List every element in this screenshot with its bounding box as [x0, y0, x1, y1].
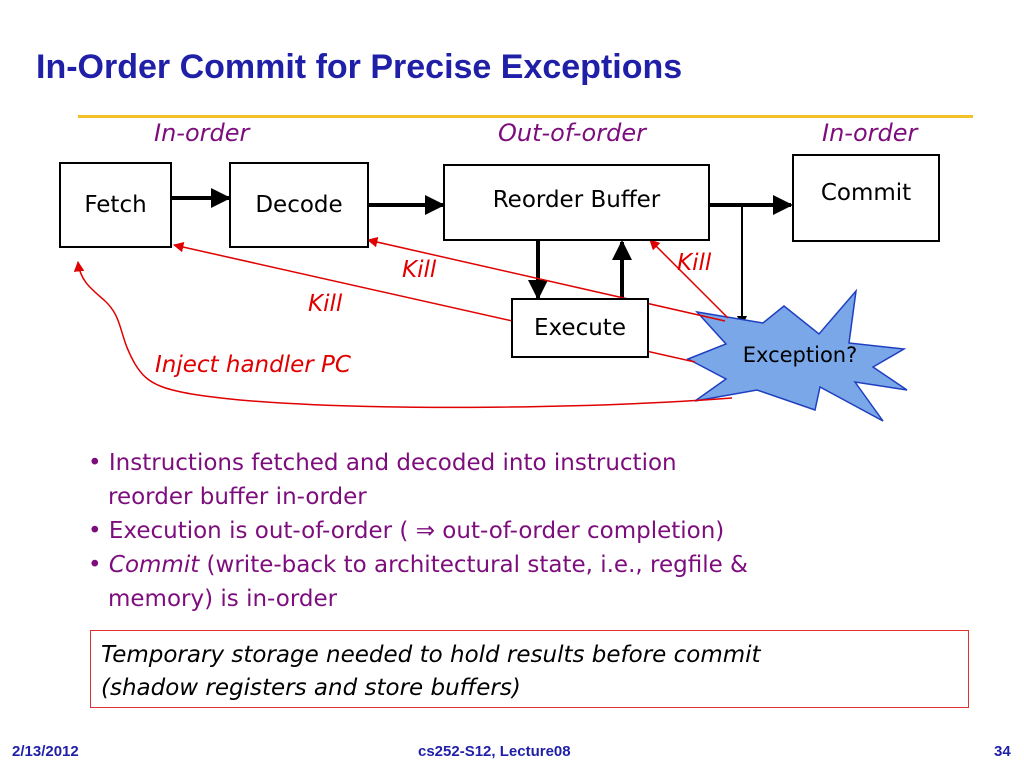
- reorder-buffer-box: Reorder Buffer: [443, 164, 710, 241]
- bullet-item: • Commit (write-back to architectural st…: [88, 548, 748, 616]
- bullet-text-continued: memory) is in-order: [108, 586, 338, 612]
- phase-label-in-order-right: In-order: [822, 119, 918, 147]
- bullet-text: Instructions fetched and decoded into in…: [108, 450, 677, 476]
- note-line: (shadow registers and store buffers): [101, 675, 521, 701]
- bullet-list: • Instructions fetched and decoded into …: [88, 446, 748, 616]
- commit-stage-box: Commit: [792, 154, 940, 242]
- kill-label-decode: Kill: [402, 257, 437, 283]
- bullet-text: Execution is out-of-order (: [108, 518, 416, 544]
- phase-label-out-of-order: Out-of-order: [498, 119, 646, 147]
- bullet-marker: •: [88, 450, 102, 476]
- kill-label-fetch: Kill: [308, 291, 343, 317]
- inject-handler-pc-label: Inject handler PC: [155, 352, 351, 378]
- slide-title: In-Order Commit for Precise Exceptions: [36, 48, 683, 86]
- decode-stage-box: Decode: [229, 162, 369, 248]
- fetch-stage-box: Fetch: [59, 162, 172, 248]
- bullet-item: • Execution is out-of-order ( ⇒ out-of-o…: [88, 514, 748, 548]
- bullet-text: (write-back to architectural state, i.e.…: [199, 552, 748, 578]
- bullet-emphasis: Commit: [108, 552, 200, 578]
- exception-label: Exception?: [742, 343, 858, 367]
- bullet-marker: •: [88, 552, 102, 578]
- footer-course: cs252-S12, Lecture08: [418, 743, 571, 760]
- bullet-marker: •: [88, 518, 102, 544]
- note-box: Temporary storage needed to hold results…: [90, 630, 969, 708]
- execute-stage-box: Execute: [511, 298, 649, 358]
- note-line: Temporary storage needed to hold results…: [101, 642, 761, 668]
- footer-page-number: 34: [994, 743, 1011, 760]
- bullet-text-continued: reorder buffer in-order: [108, 484, 367, 510]
- footer-date: 2/13/2012: [12, 743, 79, 760]
- title-underline: [78, 115, 973, 118]
- inject-handler-pc-arrow: [73, 260, 733, 409]
- phase-label-in-order-left: In-order: [154, 119, 250, 147]
- implies-arrow-icon: ⇒: [415, 518, 435, 544]
- exception-starburst: [686, 288, 908, 422]
- kill-arrow-to-rob: [649, 239, 729, 319]
- kill-arrow-to-decode: [366, 236, 726, 322]
- bullet-item: • Instructions fetched and decoded into …: [88, 446, 748, 514]
- kill-label-rob: Kill: [677, 250, 712, 276]
- bullet-text-tail: out-of-order completion): [435, 518, 725, 544]
